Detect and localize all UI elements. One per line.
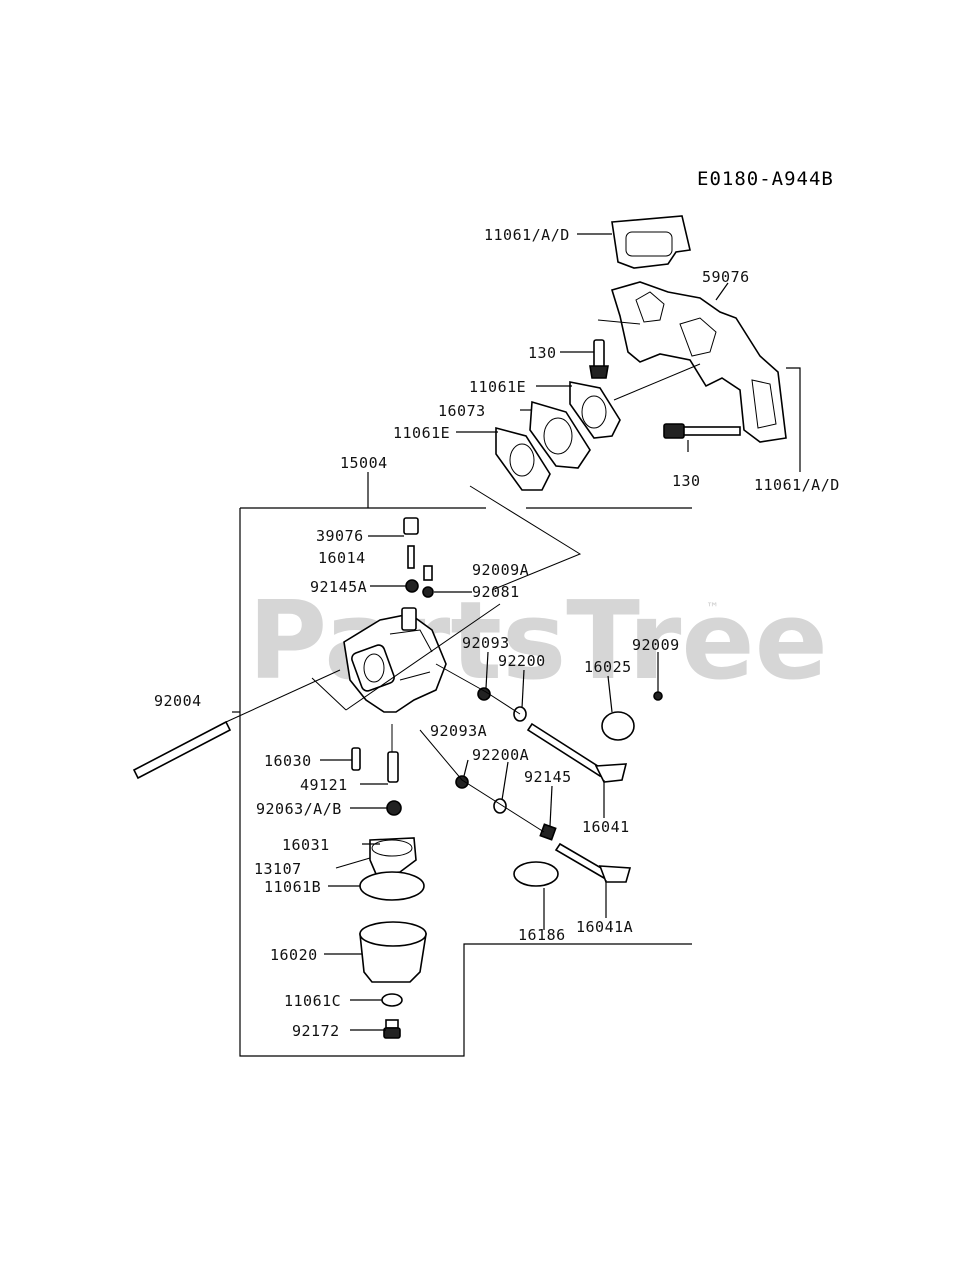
- diagram-code: E0180-A944B: [697, 168, 834, 190]
- part-92081-spring[interactable]: [422, 586, 434, 598]
- label-11061E-b: 11061E: [393, 424, 450, 442]
- part-16041A-shaft[interactable]: [554, 842, 632, 883]
- part-92004-stud[interactable]: [132, 669, 341, 780]
- part-92145-spring[interactable]: [539, 823, 557, 841]
- part-16020-bowl[interactable]: [359, 921, 427, 983]
- part-49121-needle[interactable]: [387, 724, 399, 783]
- part-11061E-gasket-b[interactable]: [495, 426, 551, 491]
- label-92063AB: 92063/A/B: [256, 800, 342, 818]
- label-49121: 49121: [300, 776, 348, 794]
- part-11061B-gasket[interactable]: [359, 871, 425, 901]
- part-11061AD-top-gasket[interactable]: [611, 215, 691, 269]
- part-130-screw-top[interactable]: [589, 339, 609, 379]
- label-59076: 59076: [702, 268, 750, 286]
- label-16030: 16030: [264, 752, 312, 770]
- part-13107-pin[interactable]: [335, 857, 371, 869]
- part-15004-carburetor-body[interactable]: [343, 607, 447, 713]
- label-16020: 16020: [270, 946, 318, 964]
- label-92200: 92200: [498, 652, 546, 670]
- part-16014-jet[interactable]: [407, 545, 415, 569]
- label-11061C: 11061C: [284, 992, 341, 1010]
- watermark-trademark: ™: [706, 601, 719, 616]
- label-11061E-a: 11061E: [469, 378, 526, 396]
- part-39076[interactable]: [403, 517, 419, 535]
- part-59076-intake-manifold[interactable]: [597, 281, 787, 443]
- label-92093A: 92093A: [430, 722, 487, 740]
- label-92009A: 92009A: [472, 561, 529, 579]
- leader-lines: [232, 233, 801, 1031]
- label-16014: 16014: [318, 549, 366, 567]
- label-92093: 92093: [462, 634, 510, 652]
- label-16041: 16041: [582, 818, 630, 836]
- label-11061AD-top: 11061/A/D: [484, 226, 570, 244]
- label-130-bottom: 130: [672, 472, 701, 490]
- label-16031: 16031: [282, 836, 330, 854]
- part-16025-plate[interactable]: [601, 711, 635, 741]
- label-15004: 15004: [340, 454, 388, 472]
- label-16073: 16073: [438, 402, 486, 420]
- group-15004-outline: [239, 508, 692, 1057]
- label-92200A: 92200A: [472, 746, 529, 764]
- part-11061C-gasket[interactable]: [381, 993, 403, 1007]
- part-16030-pin[interactable]: [351, 747, 361, 771]
- part-16073-spacer[interactable]: [529, 400, 591, 469]
- label-11061B: 11061B: [264, 878, 321, 896]
- part-130-bolt-right[interactable]: [663, 423, 741, 439]
- part-92093A-seal[interactable]: [455, 775, 469, 789]
- part-92145A[interactable]: [405, 579, 419, 593]
- label-130-top: 130: [528, 344, 557, 362]
- part-92172-drain-screw[interactable]: [383, 1019, 401, 1039]
- part-92009-screw[interactable]: [653, 691, 663, 701]
- label-92081: 92081: [472, 583, 520, 601]
- part-16186-plate[interactable]: [513, 861, 559, 887]
- part-16041-shaft[interactable]: [526, 722, 628, 783]
- label-11061AD-right: 11061/A/D: [754, 476, 840, 494]
- label-92172: 92172: [292, 1022, 340, 1040]
- label-92145A: 92145A: [310, 578, 367, 596]
- part-92063AB[interactable]: [386, 800, 402, 816]
- label-39076: 39076: [316, 527, 364, 545]
- part-11061E-gasket-a[interactable]: [569, 381, 621, 439]
- label-16186: 16186: [518, 926, 566, 944]
- label-92009: 92009: [632, 636, 680, 654]
- watermark: PartsTree: [248, 579, 828, 704]
- label-13107: 13107: [254, 860, 302, 878]
- part-92009A-screw[interactable]: [423, 565, 433, 581]
- label-16041A: 16041A: [576, 918, 633, 936]
- label-16025: 16025: [584, 658, 632, 676]
- label-92004: 92004: [154, 692, 202, 710]
- label-92145: 92145: [524, 768, 572, 786]
